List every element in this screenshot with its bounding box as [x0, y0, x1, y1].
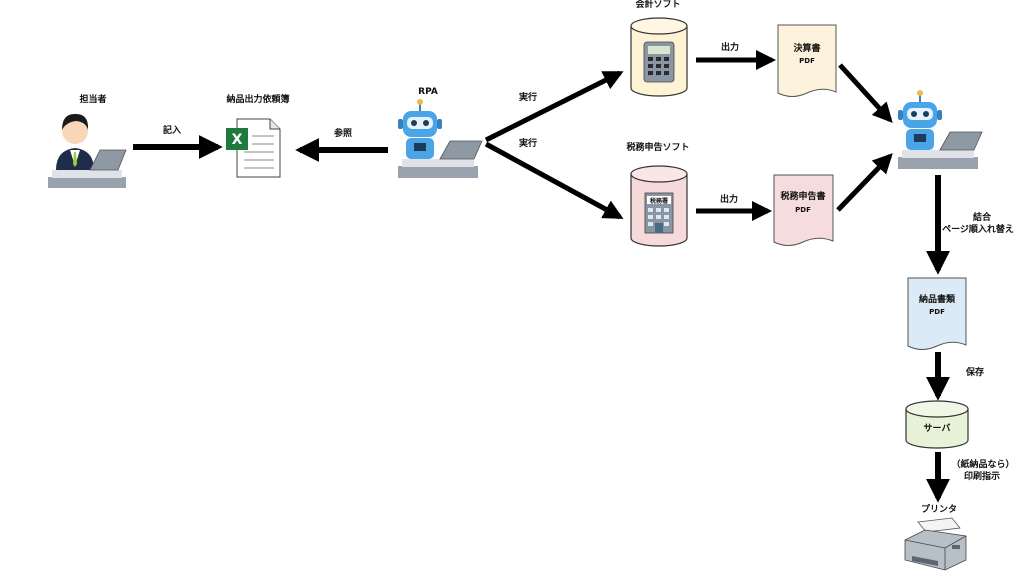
paper-note-label: （紙納品なら）	[951, 458, 1014, 470]
execute-label-top: 実行	[519, 91, 537, 103]
tax-pdf-label: PDF	[795, 206, 811, 214]
tax-to-rpa-arrow	[836, 153, 893, 212]
person-icon	[48, 113, 127, 188]
delivery-pdf-label: PDF	[929, 308, 945, 316]
accounting-soft-label: 会計ソフト	[635, 0, 680, 10]
reorder-label: ページ順入れ替え	[942, 223, 1014, 235]
excel-file-icon: X	[226, 118, 281, 178]
person-label: 担当者	[79, 93, 106, 105]
reference-label: 参照	[334, 127, 352, 139]
tax-soft-label: 税務申告ソフト	[626, 141, 689, 153]
execute-label-bottom: 実行	[519, 137, 537, 149]
calculator-icon	[643, 41, 675, 83]
execute-arrow-tax	[484, 141, 624, 220]
svg-text:X: X	[232, 132, 243, 148]
merge-label: 結合	[973, 211, 992, 223]
settlement-doc-label: 決算書	[793, 42, 820, 54]
execute-arrow-accounting	[484, 70, 624, 143]
tax-return-document	[773, 174, 834, 246]
printer-label: プリンタ	[921, 503, 957, 515]
request-form-label: 納品出力依頼簿	[226, 93, 289, 105]
output-label-top: 出力	[721, 41, 739, 53]
delivery-document	[907, 277, 967, 350]
write-label: 記入	[163, 124, 181, 136]
output-label-bottom: 出力	[720, 193, 738, 205]
settlement-pdf-label: PDF	[799, 57, 815, 65]
save-label: 保存	[965, 366, 984, 378]
accounting-software-database	[630, 17, 688, 97]
print-instruction-label: 印刷指示	[964, 470, 1000, 482]
printer-icon	[904, 517, 967, 571]
settlement-document	[777, 24, 837, 97]
rpa-robot-merge-icon	[898, 90, 983, 169]
tax-software-database: 税務署	[630, 165, 688, 247]
server-database	[905, 400, 969, 449]
server-label: サーバ	[924, 423, 951, 434]
settlement-to-rpa-arrow	[838, 63, 893, 123]
rpa-robot-icon	[398, 99, 483, 178]
tax-office-building-icon: 税務署	[644, 192, 674, 234]
rpa-label: RPA	[418, 87, 438, 97]
delivery-doc-label: 納品書類	[919, 293, 956, 305]
tax-doc-label: 税務申告書	[780, 190, 825, 202]
tax-office-sign: 税務署	[650, 197, 668, 205]
